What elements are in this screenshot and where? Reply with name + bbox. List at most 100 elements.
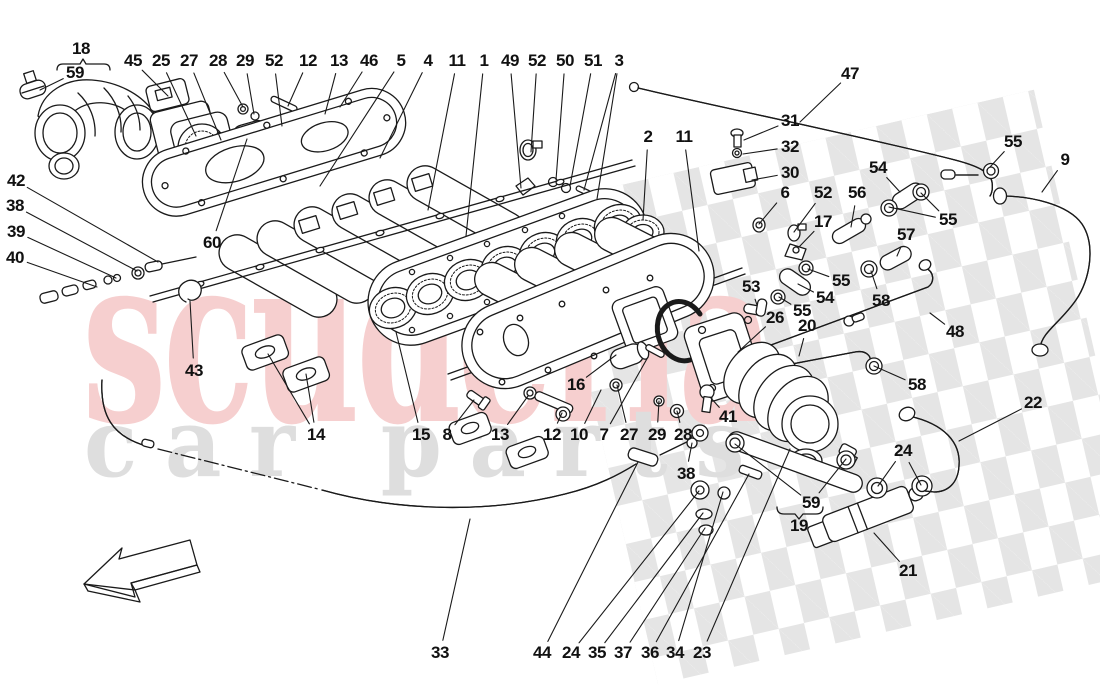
part-number-38: 38 xyxy=(677,464,695,483)
part-number-4: 4 xyxy=(423,51,433,70)
part-number-21: 21 xyxy=(899,561,917,580)
part-number-36: 36 xyxy=(641,643,659,662)
bracket-18 xyxy=(56,58,111,71)
part-number-43: 43 xyxy=(185,361,203,380)
part-number-9: 9 xyxy=(1060,150,1070,169)
sleeve-54-mid xyxy=(770,260,814,305)
breather-hose-9 xyxy=(992,187,1091,357)
ball-34 xyxy=(717,486,731,500)
part-number-32: 32 xyxy=(781,137,799,156)
sensor-30 xyxy=(709,128,759,196)
part-number-52: 52 xyxy=(814,183,832,202)
part-number-48: 48 xyxy=(946,322,964,341)
hose-clamp-59-top xyxy=(19,70,47,100)
part-number-57: 57 xyxy=(897,225,915,244)
part-number-8: 8 xyxy=(442,425,452,444)
part-number-10: 10 xyxy=(570,425,588,444)
part-number-38: 38 xyxy=(6,196,24,215)
part-number-22: 22 xyxy=(1024,393,1042,412)
bracket-17 xyxy=(784,243,807,261)
callout-leader-lines xyxy=(25,69,1058,644)
part-number-16: 16 xyxy=(567,375,585,394)
part-number-17: 17 xyxy=(814,212,832,231)
part-number-59: 59 xyxy=(66,63,84,82)
part-number-33: 33 xyxy=(431,643,449,662)
throttle-seal-ring-2 xyxy=(654,299,703,364)
part-number-2: 2 xyxy=(643,127,653,146)
part-number-12: 12 xyxy=(543,425,561,444)
part-number-7: 7 xyxy=(599,425,609,444)
mounting-feet xyxy=(241,334,549,470)
part-number-27: 27 xyxy=(620,425,638,444)
part-number-6: 6 xyxy=(780,183,790,202)
part-number-20: 20 xyxy=(798,316,816,335)
bolt-36 xyxy=(738,464,763,480)
throttle-mount-opening xyxy=(611,286,679,354)
fuel-line-fittings xyxy=(39,256,197,304)
part-number-5: 5 xyxy=(396,51,406,70)
part-number-41: 41 xyxy=(719,407,737,426)
direction-arrow-icon xyxy=(83,539,201,603)
part-number-55: 55 xyxy=(793,301,811,320)
part-number-24: 24 xyxy=(894,441,912,460)
bypass-hose-22 xyxy=(898,406,960,493)
part-number-40: 40 xyxy=(6,248,24,267)
part-number-3: 3 xyxy=(614,51,624,70)
part-number-37: 37 xyxy=(614,643,632,662)
ball-joint xyxy=(691,424,709,442)
part-number-55: 55 xyxy=(1004,132,1022,151)
part-number-13: 13 xyxy=(330,51,348,70)
part-number-52: 52 xyxy=(265,51,283,70)
sleeve-57 xyxy=(860,245,912,278)
manifold-cover-lower xyxy=(461,232,715,390)
ball-joint-24 xyxy=(690,480,710,500)
part-number-15: 15 xyxy=(412,425,430,444)
throttle-linkage xyxy=(627,384,763,536)
clamp-ring-55 xyxy=(798,260,814,276)
part-number-45: 45 xyxy=(124,51,142,70)
part-number-31: 31 xyxy=(781,111,799,130)
part-number-51: 51 xyxy=(584,51,602,70)
sleeve-54-top xyxy=(880,182,930,217)
clamp-ring-58 xyxy=(860,260,878,278)
clamp-ring-55 xyxy=(880,199,898,217)
part-number-1: 1 xyxy=(479,51,489,70)
part-number-54: 54 xyxy=(816,288,834,307)
part-number-46: 46 xyxy=(360,51,378,70)
part-number-18: 18 xyxy=(72,39,90,58)
part-number-39: 39 xyxy=(7,222,25,241)
part-number-35: 35 xyxy=(588,643,606,662)
vacuum-hose-47 xyxy=(628,81,1000,197)
part-number-50: 50 xyxy=(556,51,574,70)
part-number-54: 54 xyxy=(869,158,887,177)
air-valve-21 xyxy=(807,475,933,549)
part-number-55: 55 xyxy=(939,210,957,229)
part-number-11: 11 xyxy=(448,51,466,70)
throttle-cable-33 xyxy=(101,379,637,509)
clamp-ring-55 xyxy=(770,289,786,305)
part-number-13: 13 xyxy=(491,425,509,444)
part-number-60: 60 xyxy=(203,233,221,252)
part-number-42: 42 xyxy=(7,171,25,190)
intake-elbow-hose xyxy=(34,79,160,180)
part-number-56: 56 xyxy=(848,183,866,202)
part-number-29: 29 xyxy=(648,425,666,444)
part-number-58: 58 xyxy=(908,375,926,394)
part-number-19: 19 xyxy=(790,516,808,535)
part-number-30: 30 xyxy=(781,163,799,182)
banjo-fitting-53 xyxy=(743,298,768,317)
part-number-47: 47 xyxy=(841,64,859,83)
part-number-58: 58 xyxy=(872,291,890,310)
valve-56 xyxy=(752,213,872,261)
part-number-26: 26 xyxy=(766,308,784,327)
bracket-59-19 xyxy=(776,506,824,520)
part-number-11: 11 xyxy=(675,127,693,146)
hose-clamp-24 xyxy=(866,477,888,499)
part-number-24: 24 xyxy=(562,643,580,662)
part-number-14: 14 xyxy=(307,425,325,444)
spring-clip-43 xyxy=(178,279,202,303)
part-number-44: 44 xyxy=(533,643,551,662)
